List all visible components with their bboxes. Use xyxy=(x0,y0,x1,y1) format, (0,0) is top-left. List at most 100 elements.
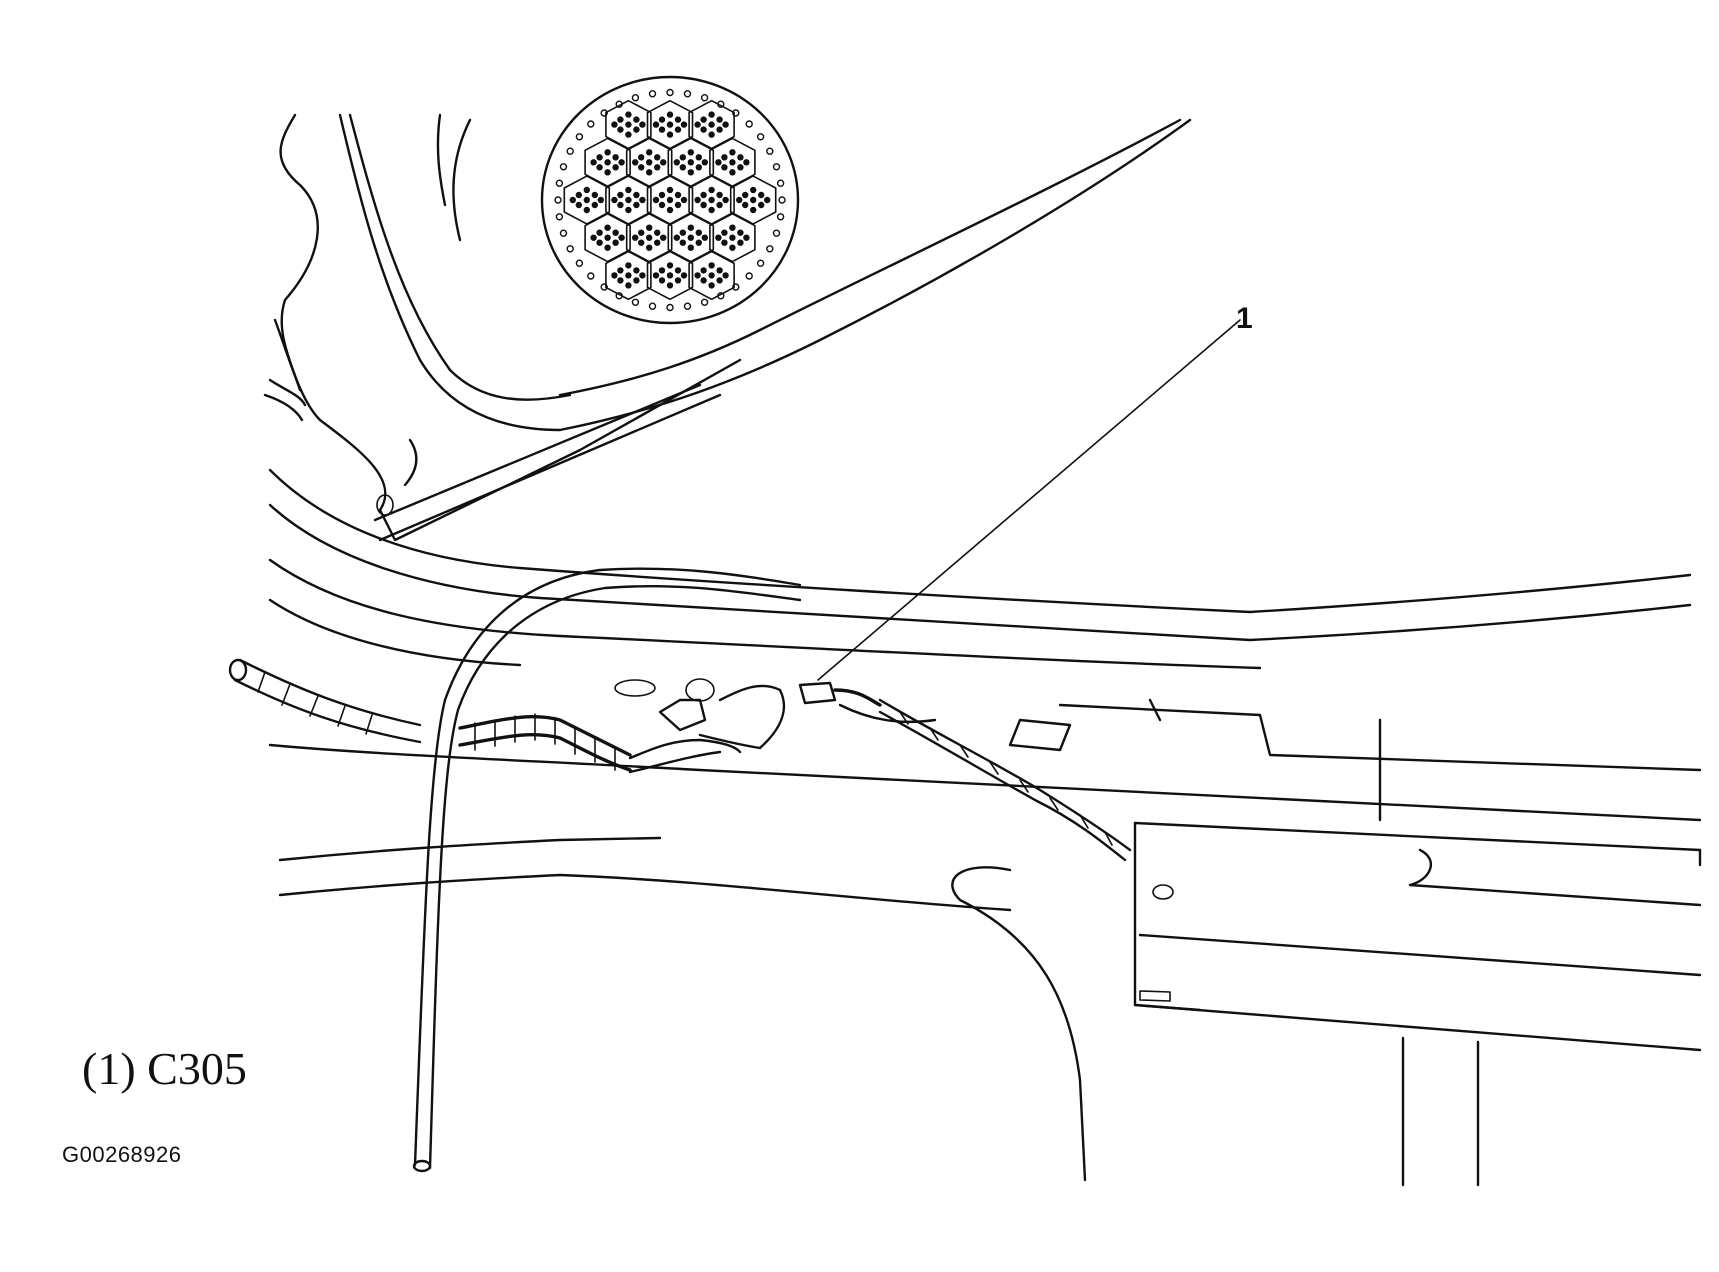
grille-hole xyxy=(736,196,743,204)
grille-rim-hole xyxy=(666,303,674,312)
grille-hole xyxy=(590,159,597,166)
grille-hole xyxy=(695,229,702,236)
grille-rim-hole xyxy=(575,133,584,141)
grille-hole xyxy=(737,164,744,171)
grille-hole xyxy=(666,272,674,279)
grille-cell xyxy=(646,250,694,301)
grille-hole xyxy=(680,272,688,279)
grille-rim-hole xyxy=(745,120,753,128)
grille-rim-hole xyxy=(555,179,564,187)
grille-hole xyxy=(694,121,701,128)
grille-rim-hole xyxy=(615,100,623,108)
grille-hole xyxy=(575,191,582,199)
grille-hole xyxy=(708,121,715,128)
callout-1: 1 xyxy=(817,302,1253,681)
grille-hole xyxy=(633,191,640,199)
grille-hole xyxy=(737,229,744,236)
grille-hole xyxy=(638,229,645,236)
grille-hole xyxy=(687,159,694,166)
grille-hole xyxy=(673,159,680,166)
grille-rim-hole xyxy=(700,93,709,102)
grille-hole xyxy=(596,164,603,171)
grille-rim-hole xyxy=(587,272,595,280)
grille-hole xyxy=(633,201,640,209)
grille-hole xyxy=(639,272,646,279)
grille-hole xyxy=(687,224,694,231)
grille-rim-hole xyxy=(600,109,608,117)
grille-hole xyxy=(674,191,682,199)
grille-hole xyxy=(652,196,660,204)
grille-hole xyxy=(700,116,707,123)
grille-rim-hole xyxy=(648,90,657,98)
grille-hole xyxy=(666,121,674,128)
grille-hole xyxy=(625,186,632,194)
grille-hole xyxy=(658,191,666,199)
figure-id: G00268926 xyxy=(62,1142,182,1167)
grille-hole xyxy=(666,186,674,194)
grille-hole xyxy=(695,164,702,171)
grille-hole xyxy=(638,164,645,171)
callout-number-1: 1 xyxy=(1236,302,1253,335)
grille-hole xyxy=(625,272,632,279)
grille-hole xyxy=(617,277,624,284)
grille-hole xyxy=(687,169,694,176)
grille-hole xyxy=(625,111,632,118)
grille-rim-hole xyxy=(700,298,709,306)
grille-rim-hole xyxy=(631,93,640,102)
grille-hole xyxy=(633,267,640,274)
grille-hole xyxy=(612,239,619,246)
grille-hole xyxy=(700,201,707,209)
grille-hole xyxy=(652,272,660,279)
grille-hole xyxy=(591,191,598,199)
grille-hole xyxy=(695,154,702,161)
grille-rim-hole xyxy=(776,179,785,187)
grille-hole xyxy=(660,159,667,166)
grille-hole xyxy=(646,234,653,241)
grille-rim-hole xyxy=(566,147,574,155)
grille-hole xyxy=(646,159,653,166)
grille-hole xyxy=(625,131,632,138)
component-legend: (1) C305 xyxy=(82,1043,247,1094)
grille-hole xyxy=(708,206,715,214)
grille-hole xyxy=(638,239,645,246)
grille-hole xyxy=(604,159,611,166)
grille-hole xyxy=(700,191,707,199)
grille-hole xyxy=(617,116,624,123)
grille-hole xyxy=(729,159,736,166)
grille-rim-hole xyxy=(776,213,785,221)
grille-hole xyxy=(750,196,757,204)
grille-hole xyxy=(666,196,674,204)
grille-hole xyxy=(708,131,715,138)
grille-hole xyxy=(729,244,736,251)
grille-hole xyxy=(604,169,611,176)
grille-hole xyxy=(638,154,645,161)
grille-hole xyxy=(729,234,736,241)
grille-hole xyxy=(679,229,686,236)
grille-hole xyxy=(604,224,611,231)
grille-hole xyxy=(625,262,632,269)
grille-hole xyxy=(758,191,765,199)
grille-hole xyxy=(633,116,640,123)
grille-hole xyxy=(617,191,624,199)
grille-hole xyxy=(625,282,632,289)
grille-hole xyxy=(575,201,582,209)
grille-hole xyxy=(742,191,749,199)
grille-hole xyxy=(617,126,624,133)
grille-hole xyxy=(715,234,722,241)
grille-hole xyxy=(612,164,619,171)
frame-rail xyxy=(1008,698,1702,1187)
grille-hole xyxy=(674,201,682,209)
grille-hole xyxy=(695,239,702,246)
grille-hole xyxy=(716,126,723,133)
grille-hole xyxy=(716,277,723,284)
grille-hole xyxy=(618,234,625,241)
grille-hole xyxy=(716,201,723,209)
grille-rim-hole xyxy=(555,213,564,221)
grille-hole xyxy=(654,229,661,236)
grille-hole xyxy=(750,186,757,194)
grille-hole xyxy=(722,272,729,279)
grille-hole xyxy=(666,262,674,269)
grille-hole xyxy=(687,244,694,251)
grille-rim-hole xyxy=(778,196,786,204)
grille-hole xyxy=(632,159,639,166)
